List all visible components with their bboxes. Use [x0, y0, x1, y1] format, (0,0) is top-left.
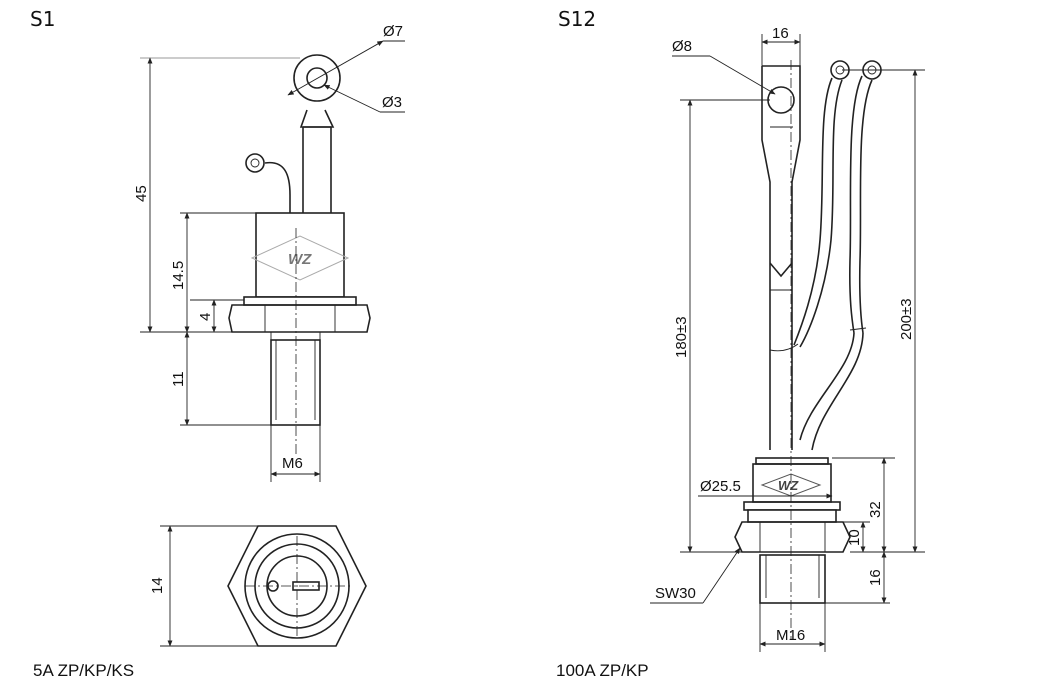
s12-dim-hole: Ø8 [672, 38, 776, 95]
s1-logo: WZ [250, 235, 350, 281]
s1-dim-total-height: 45 [133, 57, 153, 333]
s1-hex-nut [228, 304, 371, 333]
s1-dim-hole-inner: Ø3 [323, 84, 405, 113]
svg-text:Ø8: Ø8 [672, 38, 692, 55]
s1-gate-lead [264, 161, 291, 213]
svg-text:WZ: WZ [778, 478, 799, 493]
s12-title: S12 [558, 7, 596, 31]
svg-text:10: 10 [846, 529, 863, 546]
svg-text:4: 4 [197, 313, 214, 321]
s12-dim-thread-length: 16 [867, 551, 887, 604]
s1-dim-nut-height: 4 [197, 299, 217, 333]
svg-text:16: 16 [772, 25, 789, 42]
s12-dim-terminal-width: 16 [761, 25, 801, 66]
svg-text:Ø3: Ø3 [382, 94, 402, 111]
s12-drawing: S12 [556, 7, 925, 680]
s1-gate-eyelet [245, 153, 265, 173]
svg-text:Ø25.5: Ø25.5 [700, 478, 741, 495]
svg-text:200±3: 200±3 [898, 298, 915, 340]
s12-logo: WZ [760, 473, 822, 497]
s12-main-lead [761, 65, 801, 450]
s12-side-view: WZ 16 [650, 25, 925, 652]
svg-text:14.5: 14.5 [170, 261, 187, 290]
s12-dim-body-diameter: Ø25.5 [698, 478, 833, 499]
svg-text:14: 14 [149, 577, 166, 594]
s1-dim-thread: M6 [270, 425, 321, 482]
s12-caption: 100A ZP/KP [556, 661, 649, 680]
s1-dim-body-height: 14.5 [170, 212, 190, 333]
s12-washer [747, 509, 837, 523]
s12-dim-gate-lead-length: 200±3 [898, 69, 918, 553]
svg-text:16: 16 [867, 569, 884, 586]
s12-gate-wires [793, 60, 882, 451]
svg-text:M16: M16 [776, 627, 805, 644]
s12-thread [759, 554, 826, 604]
s1-dim-hole-outer: Ø7 [287, 23, 405, 96]
s1-main-lead [302, 127, 332, 213]
svg-text:WZ: WZ [288, 251, 312, 268]
svg-text:Ø7: Ø7 [383, 23, 403, 40]
s12-dim-nut-height: 10 [846, 521, 866, 553]
s1-dim-thread-length: 11 [170, 331, 190, 426]
s12-terminal-hole [767, 86, 795, 114]
s12-dim-hex-size: SW30 [650, 547, 741, 604]
s1-dim-hex-width: 14 [149, 525, 173, 647]
s12-dim-thread: M16 [759, 603, 826, 652]
s1-flange [243, 296, 357, 306]
s1-thread [270, 332, 321, 426]
s1-top-view: 14 [149, 525, 367, 647]
s12-dim-main-lead-length: 180±3 [673, 99, 693, 553]
svg-text:32: 32 [867, 501, 884, 518]
s12-hex-nut [734, 521, 851, 553]
s1-title: S1 [30, 7, 55, 31]
s1-caption: 5A ZP/KP/KS [33, 661, 134, 680]
s12-dim-body-height: 32 [867, 457, 887, 553]
s1-side-view: WZ Ø7 [133, 23, 405, 482]
svg-text:M6: M6 [282, 455, 303, 472]
svg-text:180±3: 180±3 [673, 316, 690, 358]
s1-drawing: S1 WZ [30, 7, 405, 680]
svg-text:11: 11 [170, 371, 187, 387]
svg-text:45: 45 [133, 185, 150, 202]
svg-text:SW30: SW30 [655, 585, 696, 602]
s1-hex-outline [227, 525, 367, 647]
